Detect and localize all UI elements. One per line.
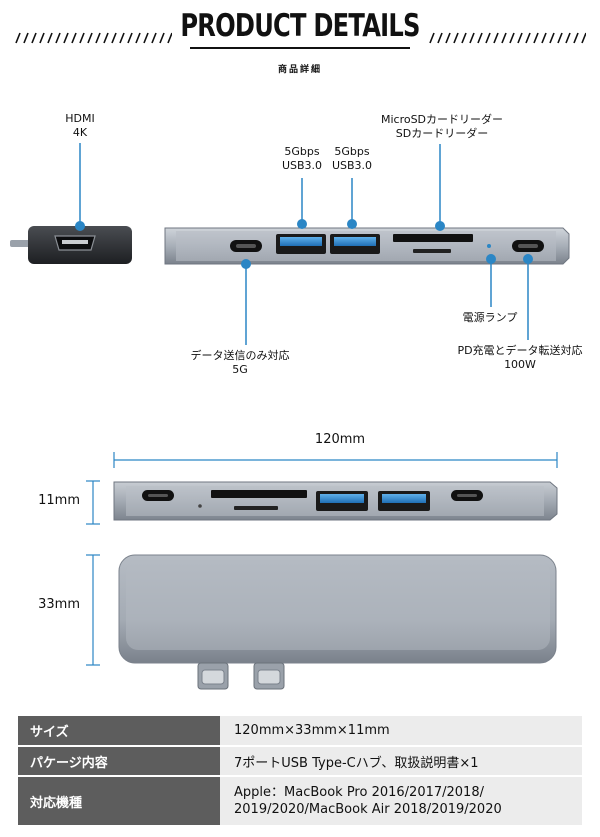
spec-key-package: パケージ内容 xyxy=(18,746,220,777)
hdmi-adapter xyxy=(10,226,132,264)
table-row: 対応機種 Apple：MacBook Pro 2016/2017/2018/ 2… xyxy=(18,776,582,827)
spec-table: サイズ 120mm×33mm×11mm パケージ内容 7ポートUSB Type-… xyxy=(18,716,582,827)
hub-front-face xyxy=(164,227,570,265)
page-subtitle: 商品詳細 xyxy=(277,65,322,75)
spec-value-package: 7ポートUSB Type-Cハブ、取扱説明書×1 xyxy=(220,746,582,777)
height-dimension-label: 11mm xyxy=(38,493,80,508)
hub-front-view xyxy=(113,481,558,521)
title-underline xyxy=(190,47,410,49)
spec-value-size: 120mm×33mm×11mm xyxy=(220,716,582,747)
page-title: PRODUCT DETAILS xyxy=(180,8,420,44)
table-row: パケージ内容 7ポートUSB Type-Cハブ、取扱説明書×1 xyxy=(18,746,582,777)
hatch-decoration-left xyxy=(15,32,172,44)
spec-key-compatibility: 対応機種 xyxy=(18,776,220,827)
hatch-decoration-right xyxy=(429,32,586,44)
depth-dimension-label: 33mm xyxy=(38,597,80,612)
dimension-diagram xyxy=(86,452,558,690)
table-row: サイズ 120mm×33mm×11mm xyxy=(18,716,582,747)
spec-key-size: サイズ xyxy=(18,716,220,747)
power-lamp-label: 電源ランプ xyxy=(462,311,518,324)
spec-value-compatibility: Apple：MacBook Pro 2016/2017/2018/ 2019/2… xyxy=(220,776,582,827)
hub-top-view xyxy=(118,554,557,690)
port-diagram xyxy=(10,143,570,345)
width-dimension-label: 120mm xyxy=(314,432,366,447)
